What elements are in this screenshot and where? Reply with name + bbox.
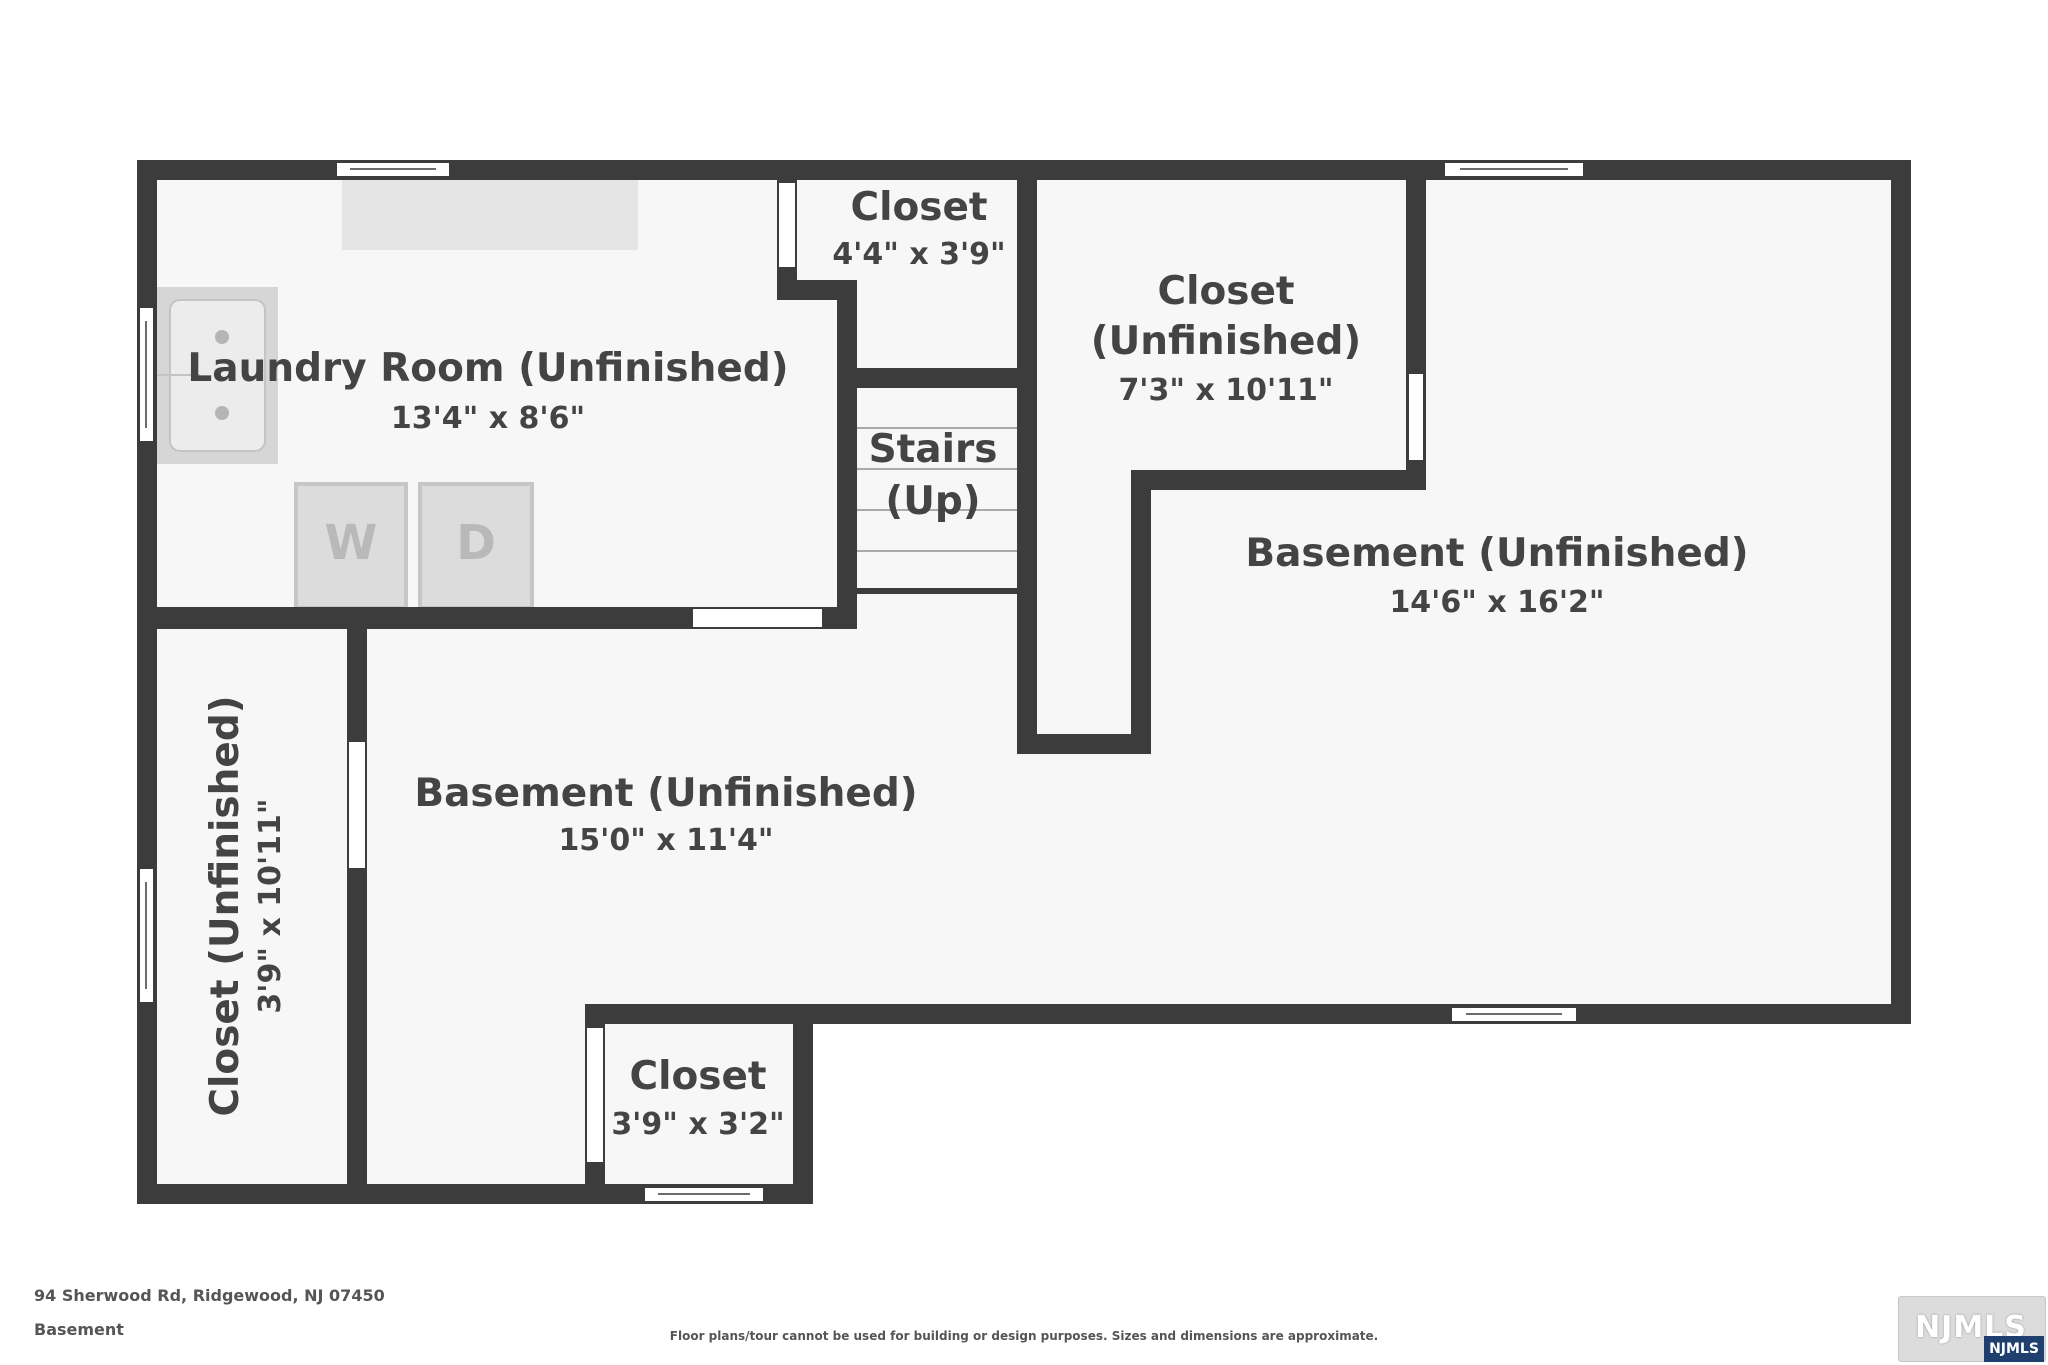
room-dimensions: 3'9" x 3'2" xyxy=(611,1107,784,1142)
room-name: Basement (Unfinished) xyxy=(414,771,917,816)
logo-tag: NJMLS xyxy=(1984,1336,2044,1362)
room-closet-unfinished-left: Closet (Unfinished) 3'9" x 10'11" xyxy=(203,695,288,1116)
floor-plan: W D Laundry Room (Unfinished) 13'4" x 8'… xyxy=(137,160,1911,1204)
room-basement-right: Basement (Unfinished) 14'6" x 16'2" xyxy=(1245,531,1748,620)
washer-label: W xyxy=(325,515,378,571)
sink-drain xyxy=(215,406,229,420)
room-name: (Unfinished) xyxy=(1091,319,1361,364)
property-address: 94 Sherwood Rd, Ridgewood, NJ 07450 xyxy=(34,1286,385,1305)
room-name: Laundry Room (Unfinished) xyxy=(187,346,788,391)
floor-label: Basement xyxy=(34,1320,124,1339)
room-name: Closet xyxy=(629,1054,766,1099)
sink-drain xyxy=(215,330,229,344)
room-dimensions: 14'6" x 16'2" xyxy=(1389,585,1604,620)
counter xyxy=(342,180,638,250)
stair-treads xyxy=(857,427,1017,552)
room-dimensions: 13'4" x 8'6" xyxy=(391,401,585,436)
washer xyxy=(294,482,408,610)
room-dimensions: 7'3" x 10'11" xyxy=(1118,373,1333,408)
room-name: Closet xyxy=(1157,269,1294,314)
dryer xyxy=(418,482,534,610)
disclaimer: Floor plans/tour cannot be used for buil… xyxy=(669,1329,1379,1343)
room-dimensions: 3'9" x 10'11" xyxy=(253,798,288,1013)
room-name: Closet (Unfinished) xyxy=(203,695,248,1116)
room-dimensions: 15'0" x 11'4" xyxy=(558,823,773,858)
room-closet-bottom: Closet 3'9" x 3'2" xyxy=(611,1054,784,1142)
room-name: Basement (Unfinished) xyxy=(1245,531,1748,576)
room-laundry: Laundry Room (Unfinished) 13'4" x 8'6" xyxy=(187,346,788,436)
njmls-logo: NJMLS NJMLS xyxy=(1898,1296,2046,1362)
fixtures xyxy=(157,180,1017,610)
room-name: Closet xyxy=(850,185,987,230)
room-closet-unfinished-top: Closet (Unfinished) 7'3" x 10'11" xyxy=(1091,269,1361,408)
room-basement-left: Basement (Unfinished) 15'0" x 11'4" xyxy=(414,771,917,858)
room-name: Stairs xyxy=(869,427,998,472)
room-stairs: Stairs (Up) xyxy=(869,427,998,524)
room-dimensions: 4'4" x 3'9" xyxy=(832,237,1005,272)
room-closet-top: Closet 4'4" x 3'9" xyxy=(832,185,1005,272)
door-openings xyxy=(349,183,1423,1162)
dryer-label: D xyxy=(456,515,496,571)
room-name: (Up) xyxy=(885,479,980,524)
window-lines xyxy=(145,168,1568,1195)
